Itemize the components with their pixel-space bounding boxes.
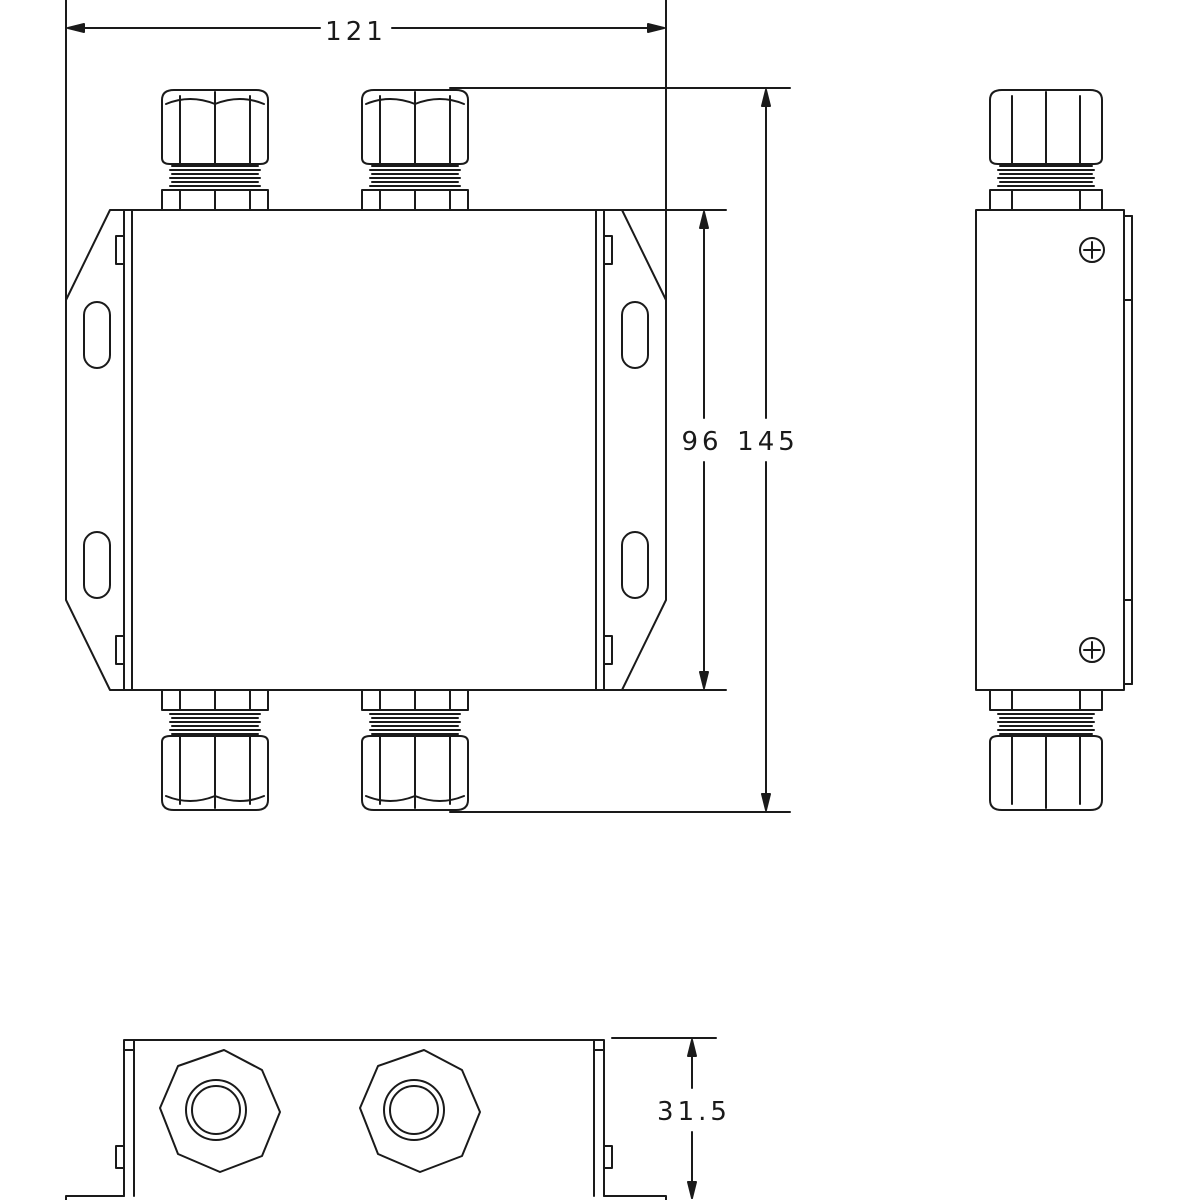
cable-gland-top-left: [161, 89, 269, 211]
cable-gland-bottom-left: [161, 689, 269, 811]
left-flange: [66, 210, 124, 690]
right-flange: [604, 210, 666, 690]
mounting-slot: [84, 302, 110, 368]
mounting-slot: [622, 302, 648, 368]
cable-gland-side-bottom: [989, 689, 1103, 811]
dimension-overall-width: [66, 0, 666, 300]
dimension-overall-height: [450, 88, 790, 812]
cable-gland-bottom-right: [361, 689, 469, 811]
mounting-slot: [622, 532, 648, 598]
dimension-label-body-height: 96: [681, 427, 722, 457]
hex-nut-right: [360, 1050, 480, 1172]
cable-gland-side-top: [989, 89, 1103, 211]
enclosure-body: [124, 210, 604, 690]
dimension-label-width: 121: [325, 17, 387, 47]
dimension-label-overall-height: 145: [737, 427, 799, 457]
side-view: [976, 89, 1132, 811]
mounting-slot: [84, 532, 110, 598]
side-body: [976, 210, 1124, 690]
screw-icon: [1080, 238, 1104, 262]
front-view: [66, 89, 666, 811]
hex-nut-left: [160, 1050, 280, 1172]
cable-gland-top-right: [361, 89, 469, 211]
end-view: [66, 1040, 666, 1200]
screw-icon: [1080, 638, 1104, 662]
dimension-body-height: [604, 210, 726, 690]
dimension-label-depth: 31.5: [657, 1097, 731, 1127]
dimension-depth: [612, 1038, 716, 1198]
